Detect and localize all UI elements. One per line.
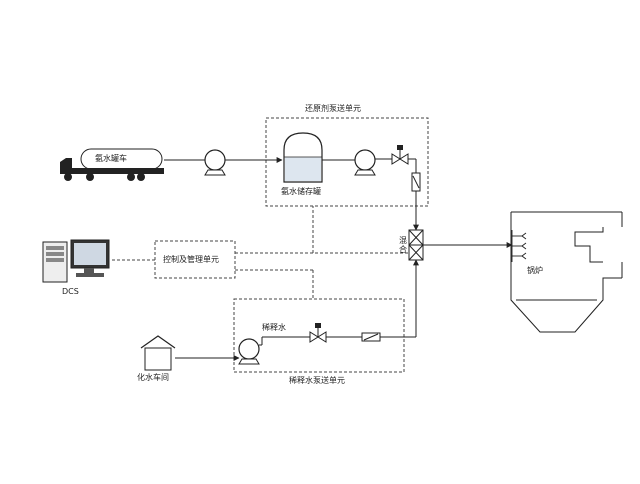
boiler-label: 锅炉 [527, 266, 543, 275]
ammonia-truck-icon [60, 148, 164, 181]
control-valve-icon [391, 145, 409, 165]
dilution-unit-box [233, 298, 405, 373]
signal-lines [112, 206, 410, 299]
water-station-label: 化水车间 [137, 373, 169, 382]
ammonia-tank-label: 氨水储存罐 [281, 187, 321, 196]
dilution-unit-label: 稀释水泵送单元 [289, 376, 345, 385]
ammonia-pipeline [164, 157, 419, 231]
ammonia-truck-label: 氨水罐车 [95, 154, 127, 163]
boiler-icon [510, 211, 623, 333]
dilution-water-label: 稀释水 [262, 323, 286, 332]
mixer-icon [408, 229, 424, 261]
transfer-pump-icon [204, 149, 226, 176]
flow-meter-icon [411, 172, 421, 192]
water-station-icon [140, 335, 176, 371]
dilution-pump-icon [238, 338, 260, 365]
dcs-label: DCS [62, 287, 79, 296]
reductant-unit-box [265, 117, 429, 207]
ammonia-tank-icon [283, 132, 323, 183]
dilution-flow-meter-icon [361, 332, 381, 342]
reductant-unit-label: 还原剂泵送单元 [305, 104, 361, 113]
control-unit-label: 控制及管理单元 [163, 255, 219, 264]
dilution-valve-icon [309, 323, 327, 343]
dilution-pipeline [175, 259, 419, 361]
dcs-computer-icon [42, 239, 110, 283]
feed-pump-icon [354, 149, 376, 176]
mixer-label: 混合 [399, 236, 407, 254]
